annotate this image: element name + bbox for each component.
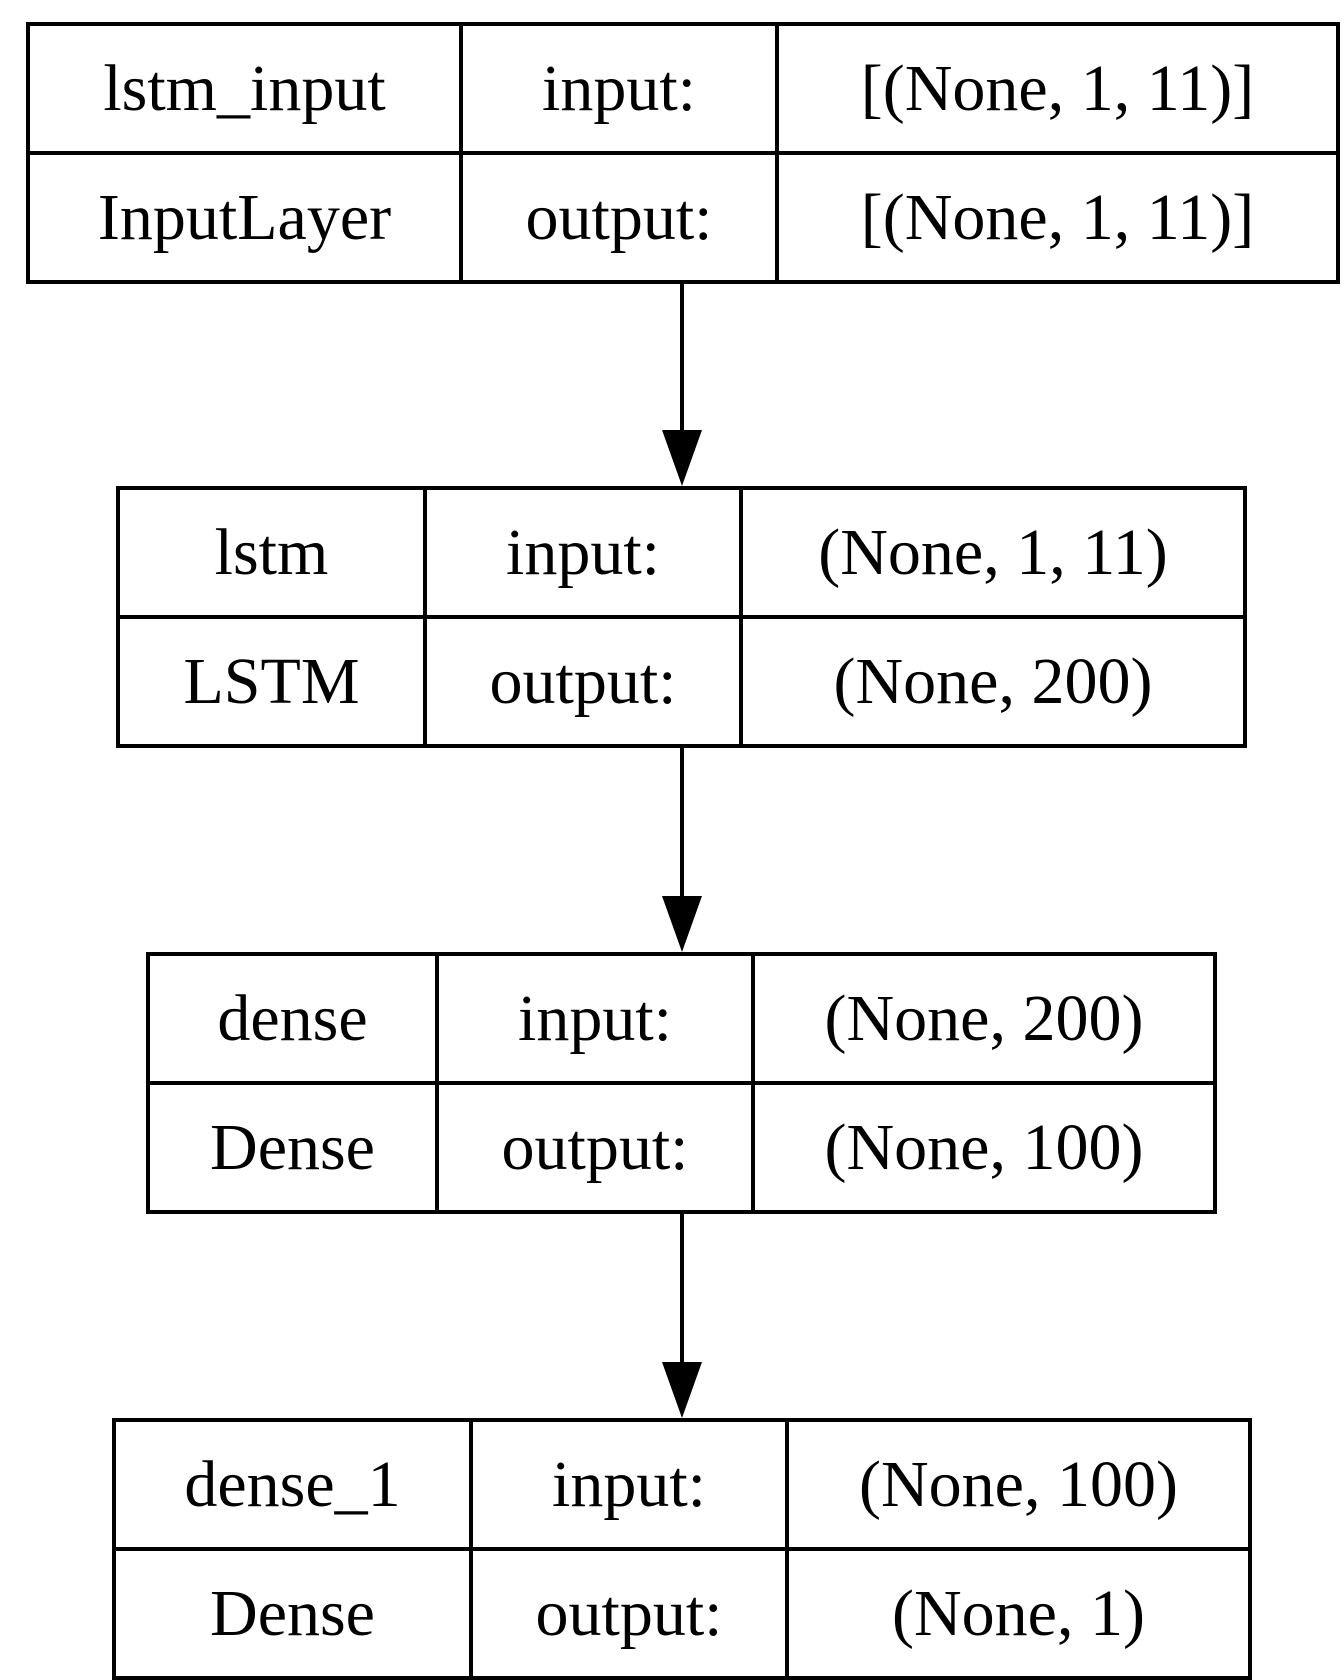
input-shape: (None, 200) (751, 956, 1213, 1085)
input-shape: (None, 1, 11) (739, 490, 1243, 619)
output-label: output: (469, 1547, 789, 1676)
layer-name: dense (150, 956, 439, 1085)
output-shape: (None, 200) (739, 615, 1243, 744)
layer-type: InputLayer (30, 151, 463, 280)
edge-dense-to-dense-1 (662, 1214, 702, 1418)
input-label: input: (469, 1422, 789, 1551)
layer-type: Dense (150, 1081, 439, 1210)
input-label: input: (435, 956, 755, 1085)
layer-node-dense-1: dense_1 input: (None, 100) Dense output:… (112, 1418, 1252, 1680)
edge-lstm-to-dense (662, 748, 702, 952)
output-label: output: (435, 1081, 755, 1210)
layer-node-lstm: lstm input: (None, 1, 11) LSTM output: (… (116, 486, 1247, 748)
layer-name: dense_1 (116, 1422, 473, 1551)
layer-node-lstm-input: lstm_input input: [(None, 1, 11)] InputL… (26, 22, 1340, 284)
input-shape: (None, 100) (785, 1422, 1248, 1551)
layer-name: lstm_input (30, 26, 463, 155)
layer-type: Dense (116, 1547, 473, 1676)
output-shape: (None, 100) (751, 1081, 1213, 1210)
layer-name: lstm (120, 490, 427, 619)
output-label: output: (459, 151, 779, 280)
output-shape: (None, 1) (785, 1547, 1248, 1676)
layer-node-dense: dense input: (None, 200) Dense output: (… (146, 952, 1217, 1214)
output-label: output: (423, 615, 743, 744)
input-label: input: (459, 26, 779, 155)
edge-lstm-input-to-lstm (662, 284, 702, 486)
input-shape: [(None, 1, 11)] (775, 26, 1336, 155)
input-label: input: (423, 490, 743, 619)
layer-type: LSTM (120, 615, 427, 744)
output-shape: [(None, 1, 11)] (775, 151, 1336, 280)
